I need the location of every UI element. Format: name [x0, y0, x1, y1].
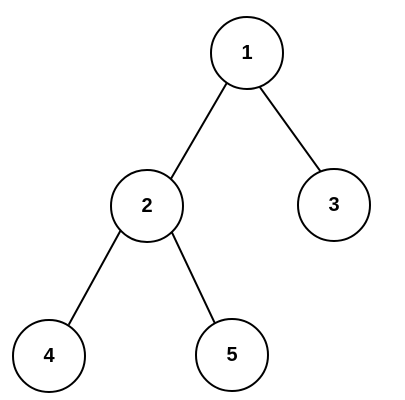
node-circle: [12, 319, 86, 393]
edge-1-3: [257, 84, 323, 174]
node-label: 2: [141, 195, 152, 217]
edge-2-4: [67, 228, 123, 326]
node-label: 4: [43, 345, 55, 367]
tree-node-4: 4: [12, 319, 86, 393]
node-circle: [110, 169, 184, 243]
node-circle: [297, 168, 371, 242]
tree-node-2: 2: [110, 169, 184, 243]
node-label: 5: [226, 344, 237, 366]
node-circle: [210, 16, 284, 90]
node-label: 1: [241, 42, 252, 64]
tree-node-5: 5: [195, 318, 269, 392]
tree-node-1: 1: [210, 16, 284, 90]
node-circle: [195, 318, 269, 392]
node-label: 3: [328, 194, 339, 216]
edge-1-2: [169, 82, 228, 181]
edge-2-5: [170, 230, 216, 324]
tree-node-3: 3: [297, 168, 371, 242]
